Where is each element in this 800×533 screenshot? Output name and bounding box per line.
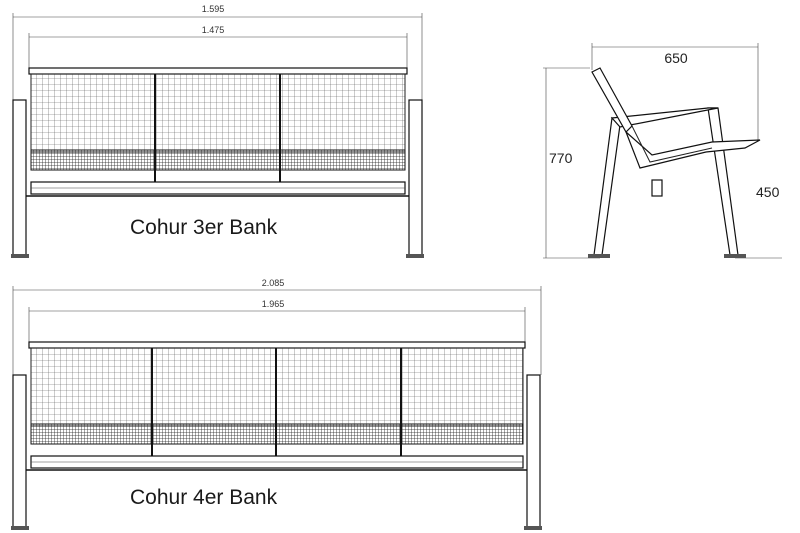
dimension-depth: 650: [591, 43, 759, 140]
leg-right-4er: [526, 374, 541, 530]
seat-mesh: [30, 149, 406, 171]
dimension-label-depth: 650: [664, 50, 688, 66]
backrest-rail-4er: [28, 341, 526, 349]
leg-right: [408, 99, 423, 258]
bench-side-view: 650 770 450: [543, 43, 782, 259]
dimension-label-seat-height: 450: [756, 184, 780, 200]
dimension-label-height: 770: [549, 150, 573, 166]
dimension-label-seat-4er: 1.965: [262, 299, 285, 309]
dimension-overall-4er: 2.085: [12, 278, 542, 375]
leg-left: [12, 99, 27, 258]
dimension-label-seat-3er: 1.475: [202, 25, 225, 35]
backrest-mesh: [30, 73, 406, 153]
backrest-rail: [28, 67, 408, 75]
dimension-height: 770: [543, 67, 600, 259]
dimension-seat-4er: 1.965: [28, 299, 526, 342]
bench-3er-front-view: 1.595 1.475 Cohur 3er Bank: [11, 4, 424, 258]
dimension-overall-3er: 1.595: [12, 4, 423, 100]
bench-4er-title: Cohur 4er Bank: [130, 486, 278, 509]
bench-4er-front-view: 2.085 1.965 Cohur 4er Bank: [11, 278, 542, 530]
bench-3er-title: Cohur 3er Bank: [130, 216, 278, 239]
leg-left-4er: [12, 374, 27, 530]
dimension-seat-3er: 1.475: [28, 25, 408, 68]
dimension-label-overall-3er: 1.595: [202, 4, 225, 14]
dimension-label-overall-4er: 2.085: [262, 278, 285, 288]
